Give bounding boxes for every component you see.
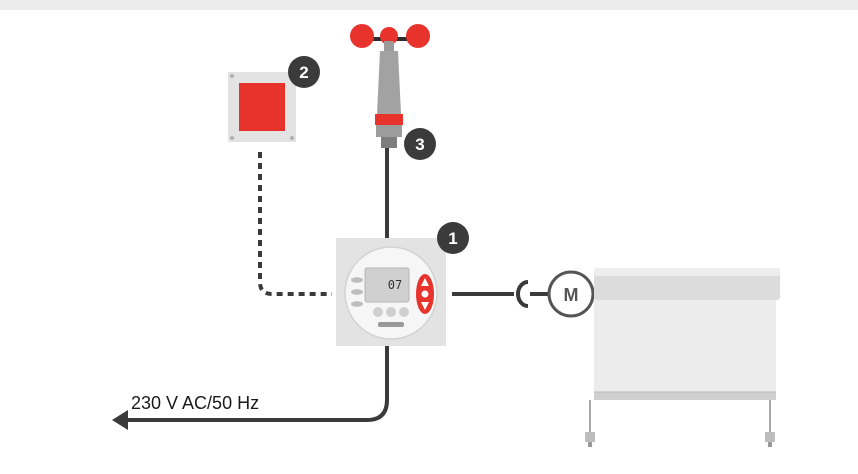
motor-label: M xyxy=(564,285,579,305)
wind-sensor xyxy=(350,24,430,148)
badge-2-label: 2 xyxy=(299,63,308,82)
badge-1-label: 1 xyxy=(448,229,457,248)
motor-connector-icon xyxy=(516,280,529,308)
display-readout: 07 xyxy=(388,278,402,292)
supply-label: 230 V AC/50 Hz xyxy=(131,393,259,413)
badge-3-label: 3 xyxy=(415,135,424,154)
top-bar xyxy=(0,0,858,10)
arrow-down-icon xyxy=(421,302,429,310)
switch-unit xyxy=(228,72,296,142)
stop-icon xyxy=(421,290,429,298)
power-supply-cable xyxy=(126,346,389,422)
side-button-1[interactable] xyxy=(351,277,363,283)
motor: M xyxy=(547,270,595,318)
controller-unit: 07 xyxy=(336,238,446,346)
arrow-up-icon xyxy=(421,278,429,286)
controller-display xyxy=(364,267,410,303)
side-button-2[interactable] xyxy=(351,289,363,295)
badge-2: 2 xyxy=(288,56,320,88)
badge-1: 1 xyxy=(437,222,469,254)
side-button-3[interactable] xyxy=(351,301,363,307)
function-button-2[interactable] xyxy=(386,307,396,317)
supply-arrow-icon xyxy=(112,410,128,430)
badge-3: 3 xyxy=(404,128,436,160)
roller-blind xyxy=(585,268,780,447)
function-button-1[interactable] xyxy=(373,307,383,317)
controller-slot xyxy=(378,322,404,327)
dotted-connection-line xyxy=(258,152,332,296)
function-button-3[interactable] xyxy=(399,307,409,317)
